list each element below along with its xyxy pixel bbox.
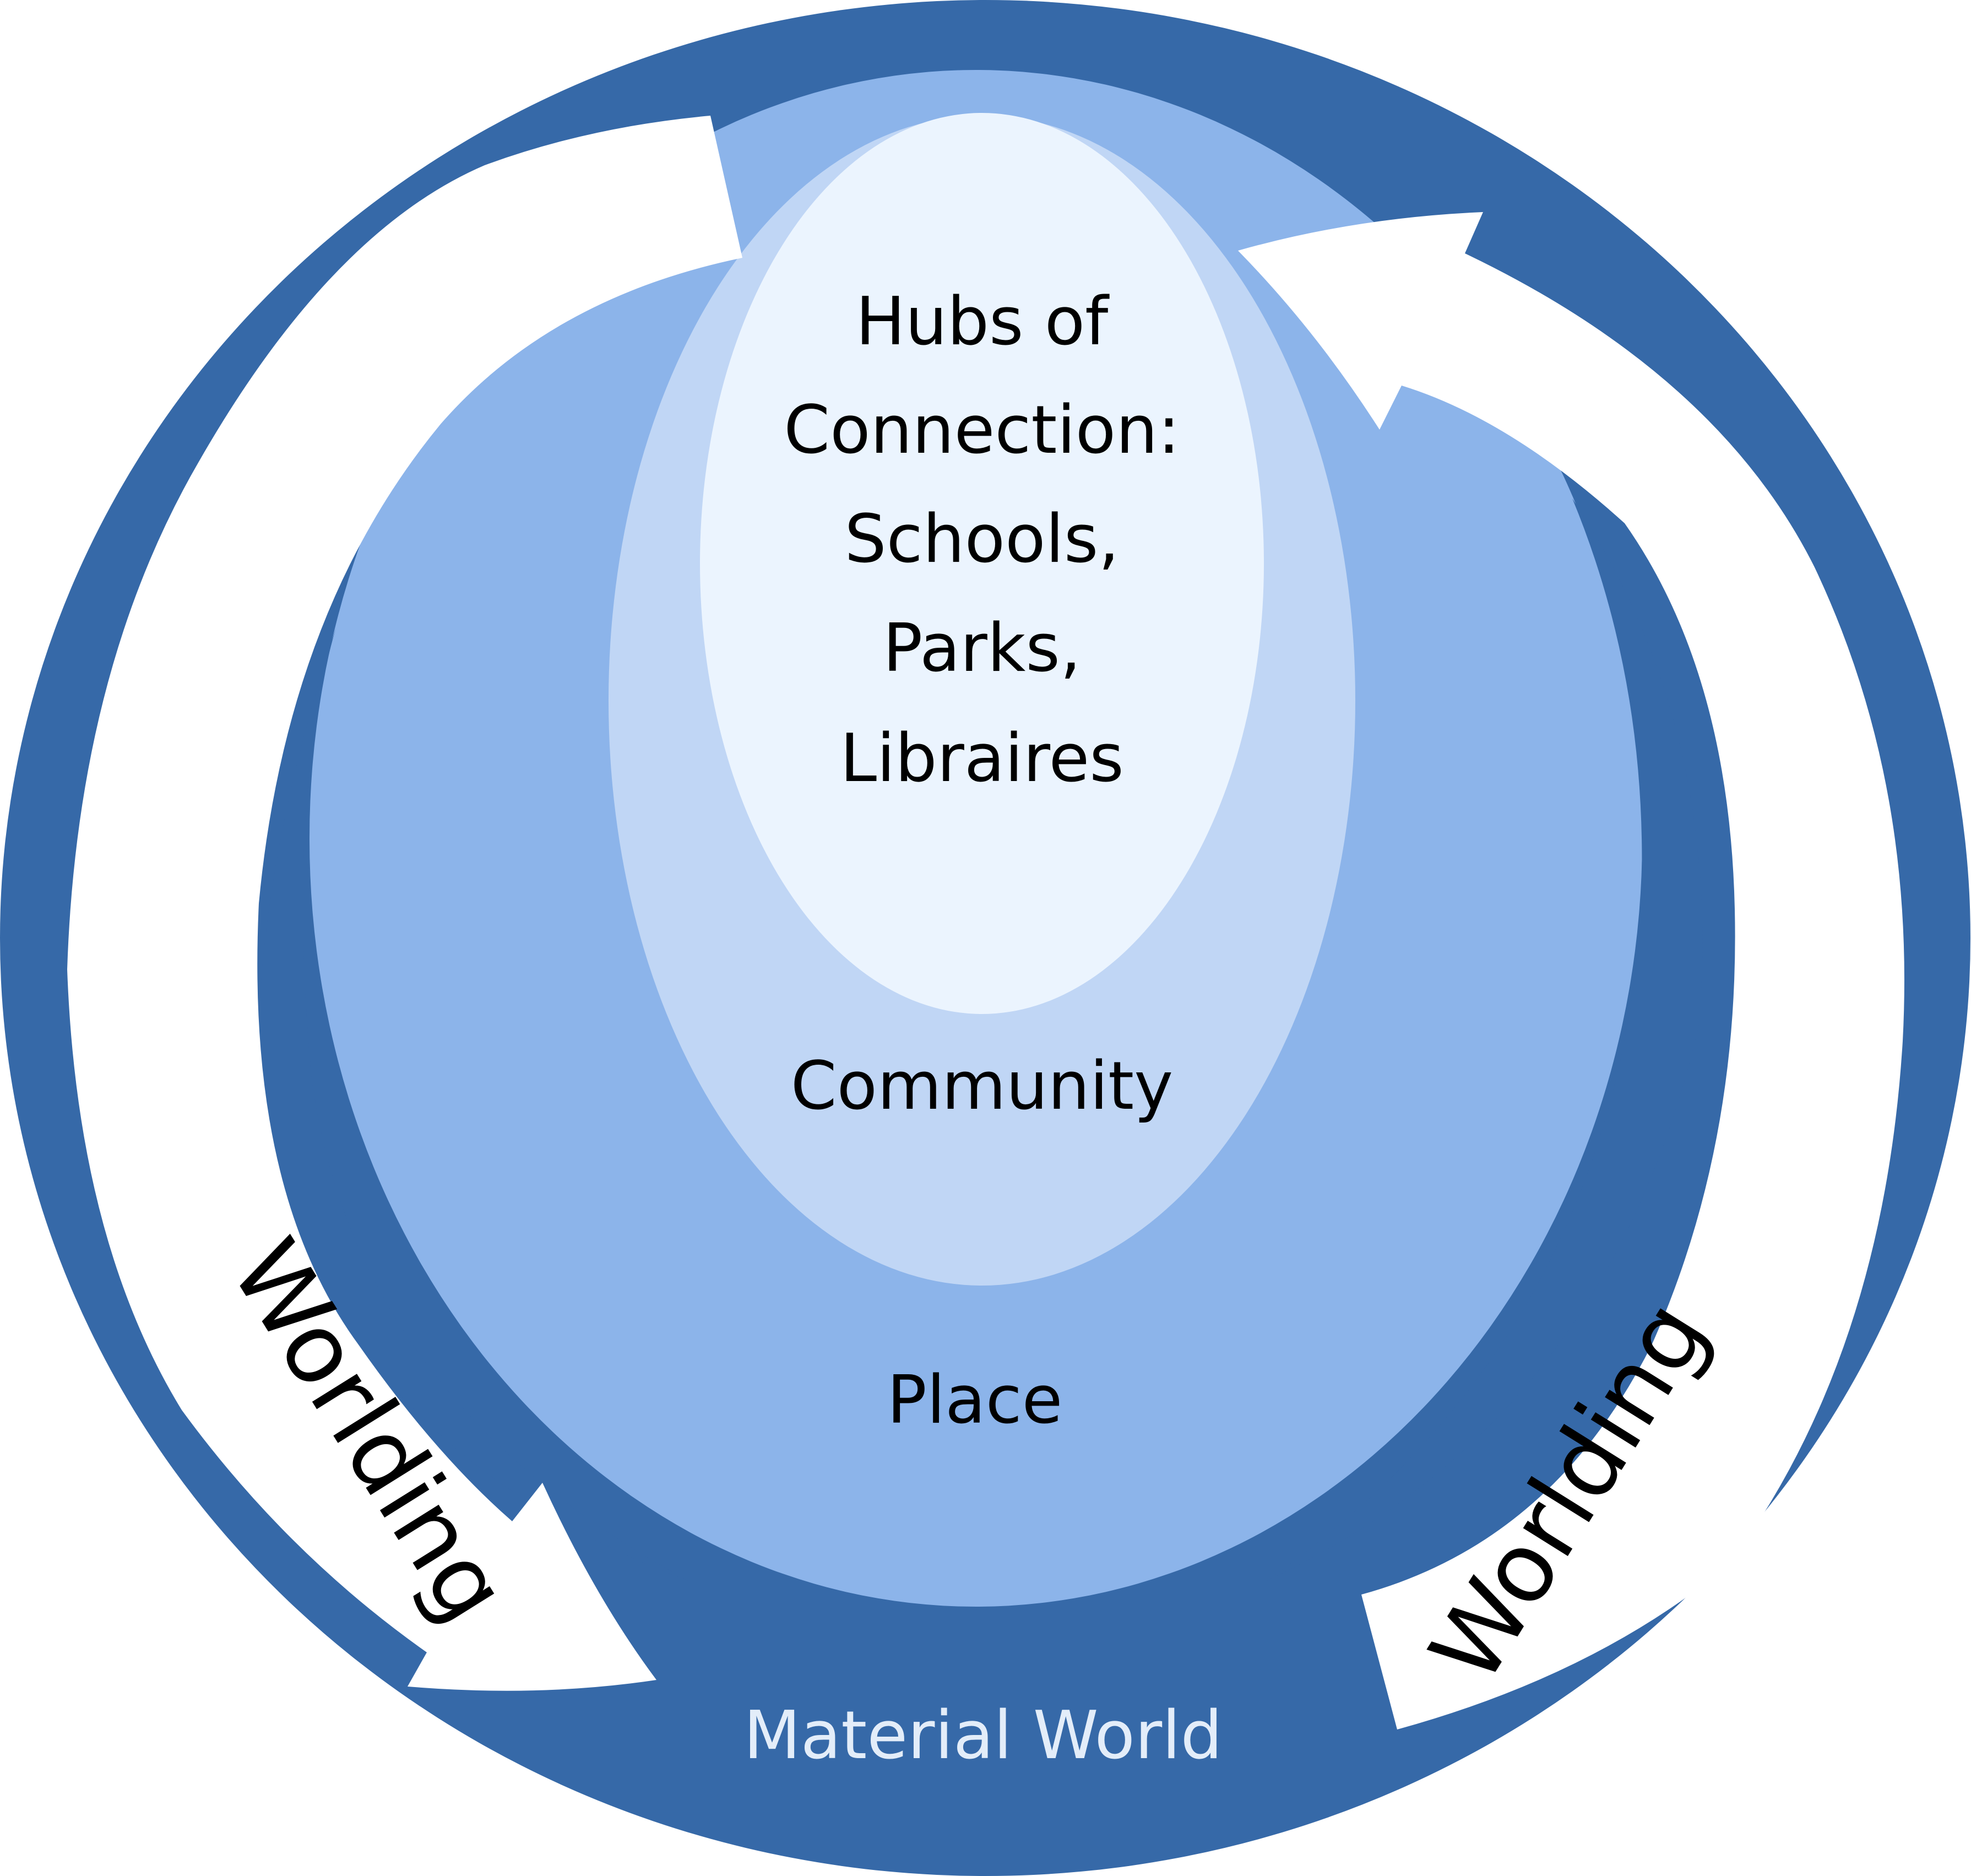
hubs-ellipse — [700, 113, 1264, 1014]
hubs-label-line-4: Parks, — [883, 610, 1081, 687]
community-label: Community — [791, 1048, 1174, 1125]
material-world-left-lobe — [258, 628, 688, 1581]
hubs-label-line-2: Connection: — [784, 392, 1180, 469]
worlding-left-arrow — [67, 116, 742, 1691]
hubs-label-line-5: Libraires — [840, 720, 1124, 797]
hubs-label-line-1: Hubs of — [856, 284, 1110, 360]
material-world-label: Material World — [743, 1698, 1223, 1774]
worlding-right-arrow — [1238, 212, 1904, 1729]
place-label: Place — [887, 1362, 1062, 1439]
hubs-label-line-3: Schools, — [844, 501, 1119, 578]
